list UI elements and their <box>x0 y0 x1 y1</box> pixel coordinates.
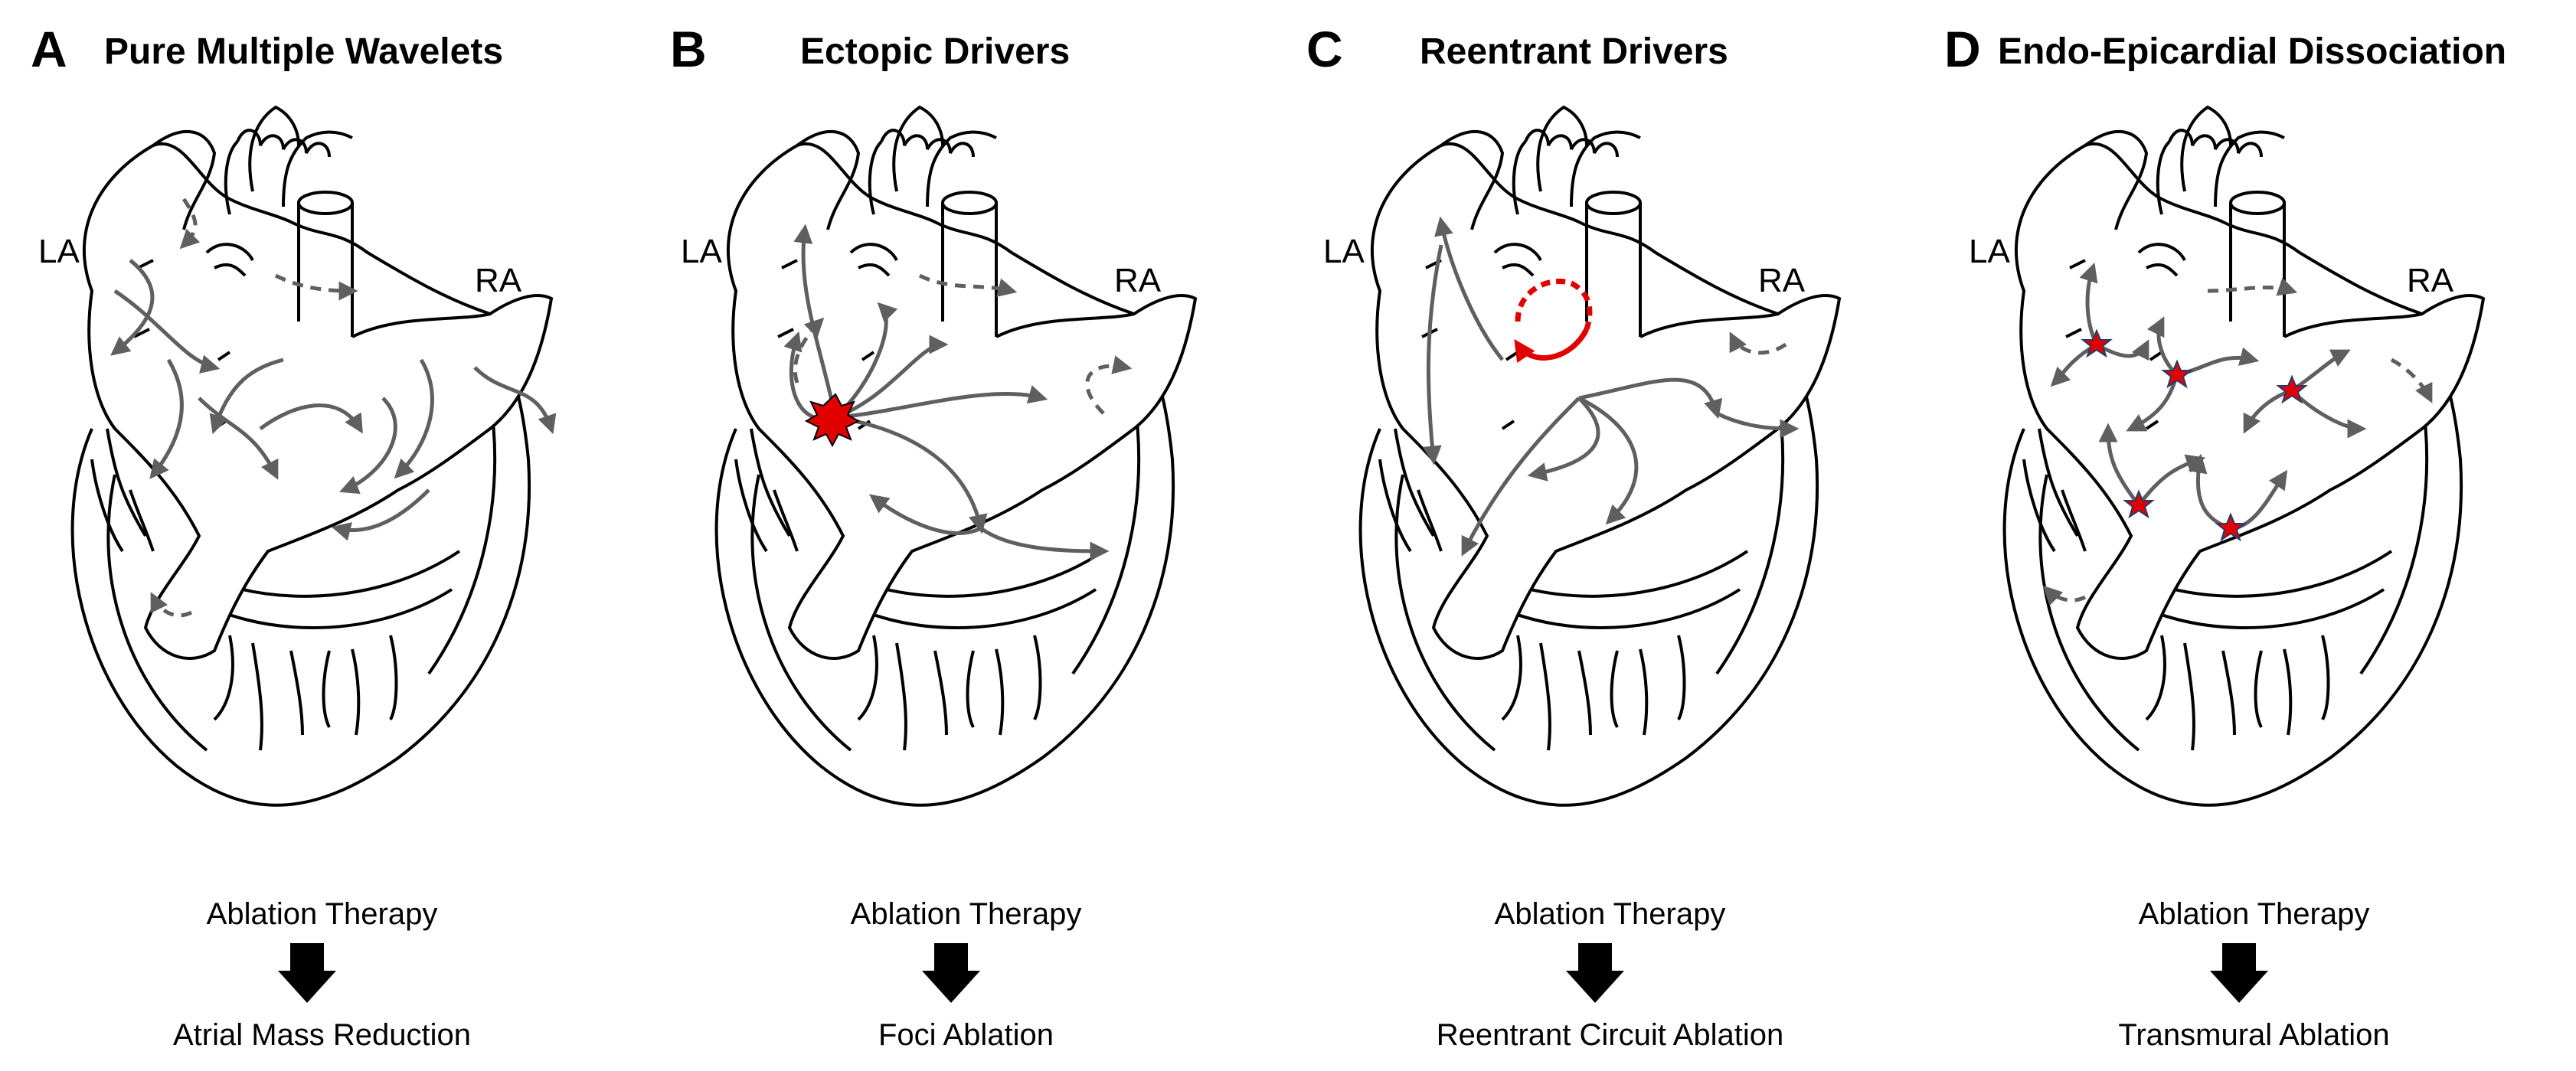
panel-letter: A <box>31 21 67 77</box>
panel-letter: B <box>670 21 707 77</box>
wavelet-paths <box>783 224 1133 561</box>
star-icon <box>2215 512 2247 542</box>
panel-letter: C <box>1306 21 1343 77</box>
star-icon <box>2276 374 2308 404</box>
ablation-therapy-label: Ablation Therapy <box>850 897 1082 931</box>
down-arrow-icon <box>922 943 980 1003</box>
star-burst-icon <box>804 393 861 448</box>
heart-diagram <box>2002 106 2485 807</box>
heart-diagram <box>70 106 557 807</box>
wavelet-paths <box>1422 216 1800 557</box>
panel-b: B Ectopic Drivers LA RA Ablation Therapy… <box>644 0 1288 1071</box>
ablation-result-label: Transmural Ablation <box>2118 1018 2390 1052</box>
rotor-markers <box>2081 328 2308 542</box>
wavelet-paths <box>110 198 557 618</box>
panel-title: Pure Multiple Wavelets <box>104 31 504 72</box>
down-arrow-icon <box>278 943 336 1003</box>
ra-label: RA <box>2407 262 2454 299</box>
heart-diagram <box>1358 106 1841 807</box>
panel-d: D Endo-Epicardial Dissociation <box>1932 0 2576 1071</box>
panel-title: Endo-Epicardial Dissociation <box>1998 31 2507 72</box>
ra-label: RA <box>1758 262 1806 299</box>
star-icon <box>2081 328 2113 358</box>
la-label: LA <box>38 233 80 270</box>
panel-title: Reentrant Drivers <box>1420 31 1728 72</box>
ablation-result-label: Foci Ablation <box>878 1018 1054 1052</box>
ablation-therapy-label: Ablation Therapy <box>1494 897 1726 931</box>
la-label: LA <box>1323 233 1365 270</box>
wavelet-paths <box>2042 262 2433 606</box>
ablation-result-label: Atrial Mass Reduction <box>172 1018 472 1052</box>
star-icon <box>2123 489 2155 519</box>
panel-c: C Reentrant Drivers LA RA Ablation Thera… <box>1288 0 1932 1071</box>
ablation-therapy-label: Ablation Therapy <box>206 897 438 931</box>
heart-diagram <box>714 106 1197 807</box>
panel-letter: D <box>1944 21 1981 77</box>
heart-outline <box>70 106 553 807</box>
la-label: LA <box>681 233 722 270</box>
down-arrow-icon <box>2210 943 2268 1003</box>
heart-outline <box>2002 106 2485 807</box>
star-icon <box>2161 359 2193 389</box>
ra-label: RA <box>1114 262 1162 299</box>
ablation-result-label: Reentrant Circuit Ablation <box>1436 1018 1784 1052</box>
ra-label: RA <box>475 262 522 299</box>
ablation-therapy-label: Ablation Therapy <box>2138 897 2370 931</box>
down-arrow-icon <box>1566 943 1624 1003</box>
heart-outline <box>714 106 1197 807</box>
la-label: LA <box>1969 233 2010 270</box>
panel-title: Ectopic Drivers <box>800 31 1071 72</box>
panel-a: A Pure Multiple Wavelets LA RA Ablation … <box>0 0 644 1071</box>
reentrant-circuit <box>1514 278 1593 364</box>
